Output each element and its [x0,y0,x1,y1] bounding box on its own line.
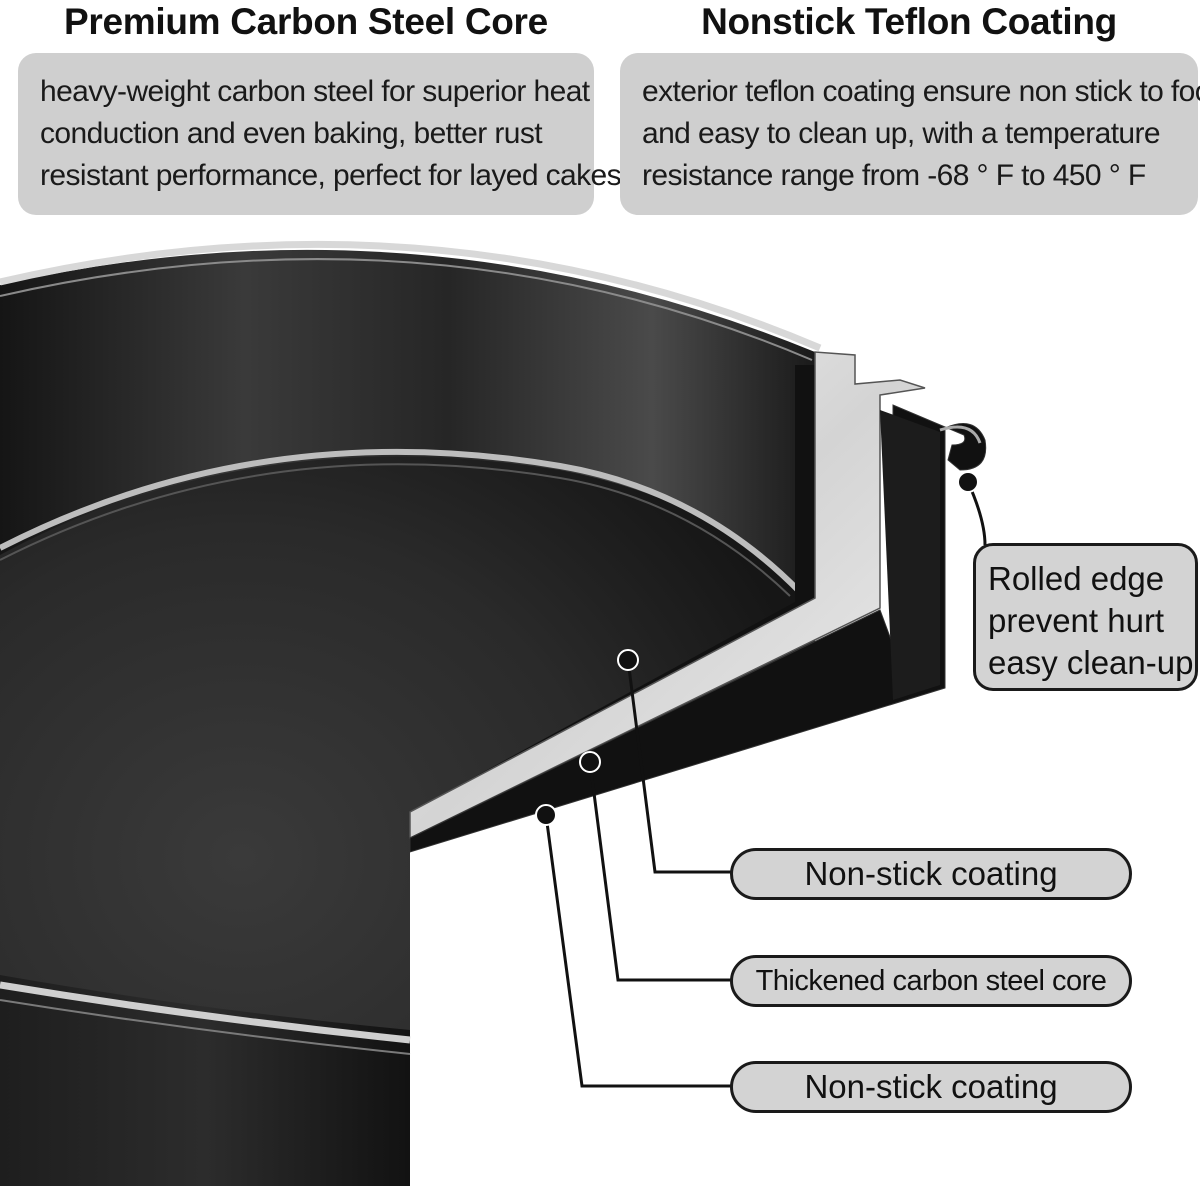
description-line: conduction and even baking, better rust [40,117,543,150]
marker-dot-outer-coating [535,804,557,826]
callout-outer-coating: Non-stick coating [730,1061,1132,1113]
callout-line: prevent hurt [988,602,1165,639]
description-line: and easy to clean up, with a temperature [642,117,1161,150]
marker-dot-inner-coating [617,649,639,671]
callout-rolled-edge: Rolled edge prevent hurt easy clean-up [973,543,1198,691]
description-line: resistant performance, perfect for layed… [40,159,622,192]
feature-description-carbon-steel: heavy-weight carbon steel for superior h… [18,53,622,215]
callout-line: easy clean-up [988,644,1194,681]
feature-heading-carbon-steel: Premium Carbon Steel Core [64,1,548,42]
callout-inner-coating: Non-stick coating [730,848,1132,900]
marker-dot-core [579,751,601,773]
steel-core-layer [409,351,926,840]
description-line: exterior teflon coating ensure non stick… [642,75,1200,108]
leader-lines [544,481,987,1088]
feature-description-teflon: exterior teflon coating ensure non stick… [620,53,1200,215]
callout-steel-core: Thickened carbon steel core [730,955,1132,1007]
marker-dot-rolled-edge [957,471,979,493]
pan-rim [0,240,822,352]
cake-pan-cross-section-illustration [0,240,987,1186]
callout-line: Rolled edge [988,560,1165,597]
description-line: heavy-weight carbon steel for superior h… [40,75,590,108]
pan-floor [0,456,805,1186]
description-line: resistance range from -68 ° F to 450 ° F [642,159,1146,192]
feature-heading-teflon: Nonstick Teflon Coating [701,1,1117,42]
